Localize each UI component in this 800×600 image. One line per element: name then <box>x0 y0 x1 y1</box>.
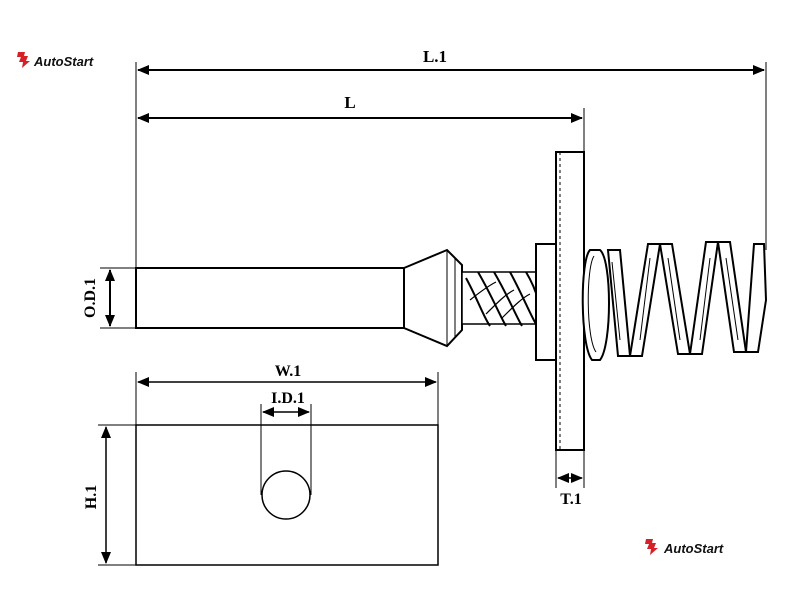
logo-mark-icon <box>17 52 30 68</box>
flat-washer-plate <box>135 424 439 566</box>
valve-head <box>403 248 463 348</box>
dimension-label-id1: I.D.1 <box>271 390 305 407</box>
dimension-label-od1: O.D.1 <box>82 278 99 318</box>
logo-text: AutoStart <box>663 541 724 556</box>
valve-stem <box>135 248 463 348</box>
outer-diameter-dimension: O.D.1 <box>82 267 136 329</box>
inner-diameter-dimension: I.D.1 <box>260 390 312 495</box>
brand-logo-top: AutoStart <box>17 52 94 69</box>
dimension-label-l: L <box>344 93 355 112</box>
logo-mark-icon <box>645 539 658 555</box>
threaded-shaft <box>461 271 539 327</box>
flange-plate <box>555 151 585 451</box>
logo-text: AutoStart <box>33 54 94 69</box>
dimension-label-t1: T.1 <box>560 491 581 508</box>
thickness-dimension: T.1 <box>555 450 585 508</box>
height-dimension: H.1 <box>83 424 136 566</box>
width-dimension: W.1 <box>135 363 439 425</box>
hub-collar <box>535 243 557 361</box>
dimension-label-w1: W.1 <box>275 363 302 380</box>
dimension-label-l1: L.1 <box>423 47 447 66</box>
overall-length-dimension: L.1 <box>135 47 767 268</box>
brand-logo-bottom: AutoStart <box>645 539 724 556</box>
dimension-label-h1: H.1 <box>83 485 100 509</box>
plate-hole <box>261 470 311 520</box>
length-dimension: L <box>137 93 585 152</box>
spring <box>581 241 768 361</box>
